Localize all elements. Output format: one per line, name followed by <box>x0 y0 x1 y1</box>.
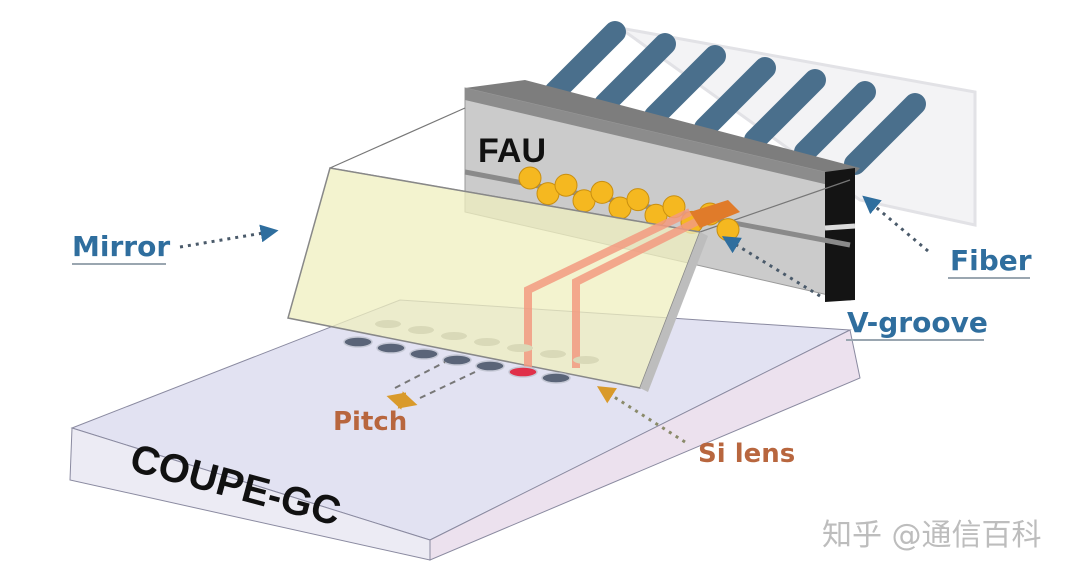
pitch-indicator <box>386 361 476 410</box>
fiber <box>694 57 776 139</box>
si-lens <box>541 372 571 384</box>
vgroove-ball <box>554 173 578 197</box>
si-lens-label: Si lens <box>698 439 795 469</box>
si-lens-arrow <box>596 386 686 444</box>
fiber <box>594 33 676 115</box>
fiber-label: Fiber <box>950 244 1032 277</box>
pitch-label: Pitch <box>333 407 407 437</box>
mirror-lens-reflection <box>474 338 500 346</box>
pitch-arrow <box>386 391 418 410</box>
si-lens <box>343 336 373 348</box>
fiber-arrow <box>862 195 929 253</box>
fiber-array <box>544 21 926 175</box>
si-lens-array <box>343 320 599 384</box>
mirror-lens-reflection <box>507 344 533 352</box>
mirror-arrow <box>179 224 279 249</box>
fiber <box>794 81 876 163</box>
vgroove-balls <box>518 166 740 242</box>
fau-label: FAU <box>478 132 546 170</box>
vgroove-arrow <box>721 236 821 298</box>
vgroove-ball <box>590 180 614 204</box>
vgroove-ball <box>518 166 542 190</box>
laser-beams <box>524 200 740 370</box>
fiber <box>844 93 926 175</box>
mirror <box>287 167 708 392</box>
si-lens <box>442 354 472 366</box>
si-lens <box>475 360 505 372</box>
mirror-lens-reflection <box>441 332 467 340</box>
vgroove-ball <box>716 218 740 242</box>
vgroove-label: V-groove <box>847 306 988 339</box>
mirror-label: Mirror <box>72 230 170 263</box>
si-lens <box>508 366 538 378</box>
mirror-lens-reflection <box>375 320 401 328</box>
mirror-lens-reflection <box>540 350 566 358</box>
si-lens <box>409 348 439 360</box>
watermark: 知乎 @通信百科 <box>822 518 1042 553</box>
vgroove-ball <box>626 188 650 212</box>
mirror-lens-reflection <box>408 326 434 334</box>
fiber <box>544 21 626 103</box>
si-lens <box>376 342 406 354</box>
mirror-lens-reflection <box>573 356 599 364</box>
fiber <box>644 45 726 127</box>
fiber <box>744 69 826 151</box>
